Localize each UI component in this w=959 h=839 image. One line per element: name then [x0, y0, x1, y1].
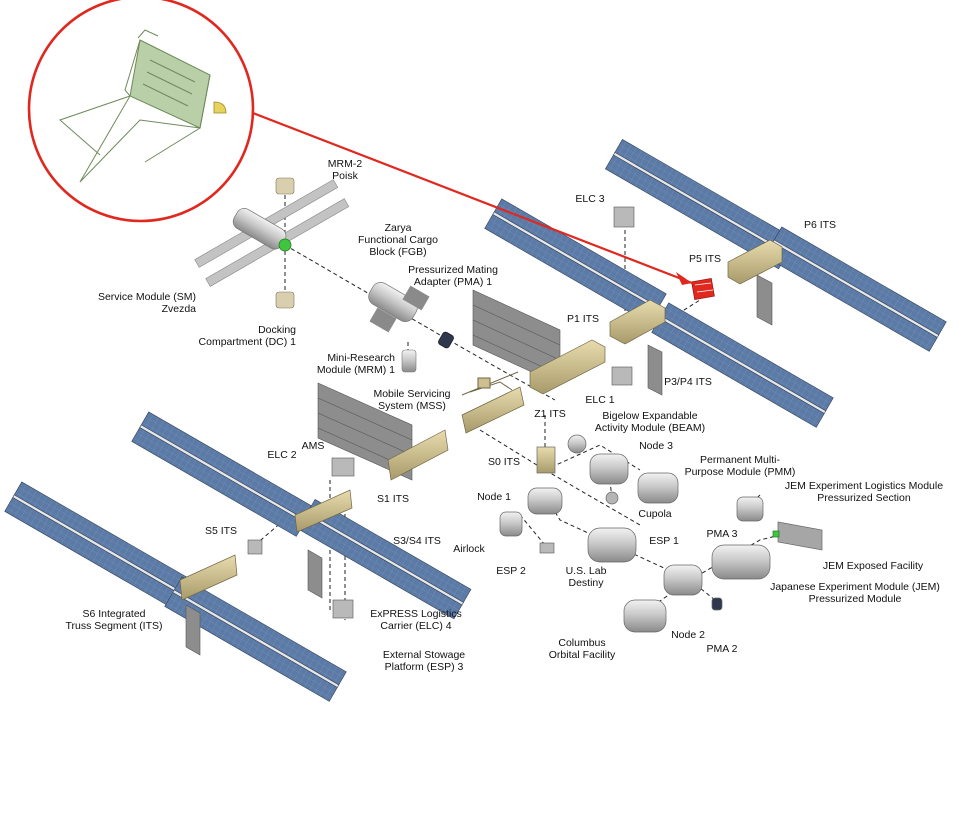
solar-wing-p6-lower — [764, 226, 947, 352]
label-p3p4: P3/P4 ITS — [664, 376, 712, 388]
inset-p5-truss — [59, 29, 211, 183]
label-jem-ef: JEM Exposed Facility — [822, 560, 924, 572]
label-service-module: Service Module (SM) Zvezda — [97, 291, 196, 315]
mss-part — [461, 371, 519, 396]
label-jem-pm: Japanese Experiment Module (JEM) Pressur… — [770, 581, 940, 605]
label-esp1: ESP 1 — [649, 535, 679, 547]
label-mss: Mobile Servicing System (MSS) — [373, 388, 451, 412]
label-zarya: Zarya Functional Cargo Block (FGB) — [358, 222, 438, 258]
p5-truss-highlight — [691, 277, 715, 301]
label-docking-compartment: Docking Compartment (DC) 1 — [198, 324, 296, 348]
label-node2: Node 2 — [671, 629, 705, 641]
label-esp3: External Stowage Platform (ESP) 3 — [382, 649, 466, 673]
us-modules — [499, 434, 823, 633]
solar-wing-p6-upper — [604, 139, 797, 270]
label-s0: S0 ITS — [487, 456, 521, 468]
label-p6: P6 ITS — [803, 219, 837, 231]
label-node1: Node 1 — [477, 491, 511, 503]
label-cupola: Cupola — [638, 508, 672, 520]
label-z1: Z1 ITS — [534, 408, 566, 420]
label-pmm: Permanent Multi- Purpose Module (PMM) — [684, 454, 796, 478]
mrm1-part — [401, 349, 417, 373]
solar-wing-p4-lower — [651, 302, 834, 428]
solar-wing-p4-upper — [484, 198, 667, 324]
label-pma1: Pressurized Mating Adapter (PMA) 1 — [408, 264, 498, 288]
solar-arrays — [4, 139, 947, 702]
truss-segments — [179, 239, 783, 601]
label-elc1: ELC 1 — [585, 394, 615, 406]
label-pma3: PMA 3 — [706, 528, 738, 540]
label-jem-elm: JEM Experiment Logistics Module Pressuri… — [784, 480, 944, 504]
solar-wing-s6-upper — [4, 481, 187, 607]
label-esp2: ESP 2 — [496, 565, 526, 577]
label-elc2: ELC 2 — [267, 449, 297, 461]
label-s6: S6 Integrated Truss Segment (ITS) — [65, 608, 163, 632]
solar-wing-s6-lower — [164, 576, 347, 702]
solar-wing-s4-upper — [131, 411, 314, 537]
label-beam: Bigelow Expandable Activity Module (BEAM… — [594, 410, 706, 434]
label-elc3: ELC 3 — [575, 193, 605, 205]
pma1-part — [438, 331, 454, 349]
inset-magnifier — [27, 0, 693, 285]
solar-wing-s4-lower — [297, 499, 472, 620]
label-pma2: PMA 2 — [706, 643, 738, 655]
label-node3: Node 3 — [639, 440, 673, 452]
label-s3s4: S3/S4 ITS — [393, 535, 441, 547]
label-mrm1: Mini-Research Module (MRM) 1 — [316, 352, 395, 376]
label-ams: AMS — [301, 440, 325, 452]
label-us-lab: U.S. Lab Destiny — [565, 565, 607, 589]
zarya-module — [368, 282, 430, 333]
carriers — [247, 206, 635, 619]
label-s1: S1 ITS — [376, 493, 410, 505]
label-p1: P1 ITS — [566, 313, 600, 325]
label-airlock: Airlock — [453, 543, 485, 555]
label-columbus: Columbus Orbital Facility — [548, 637, 616, 661]
label-s5: S5 ITS — [204, 525, 238, 537]
label-elc4: ExPRESS Logistics Carrier (ELC) 4 — [370, 608, 462, 632]
label-mrm2: MRM-2 Poisk — [327, 158, 363, 182]
service-module-group — [194, 177, 350, 309]
radiators — [185, 274, 773, 656]
label-p5: P5 ITS — [688, 253, 722, 265]
